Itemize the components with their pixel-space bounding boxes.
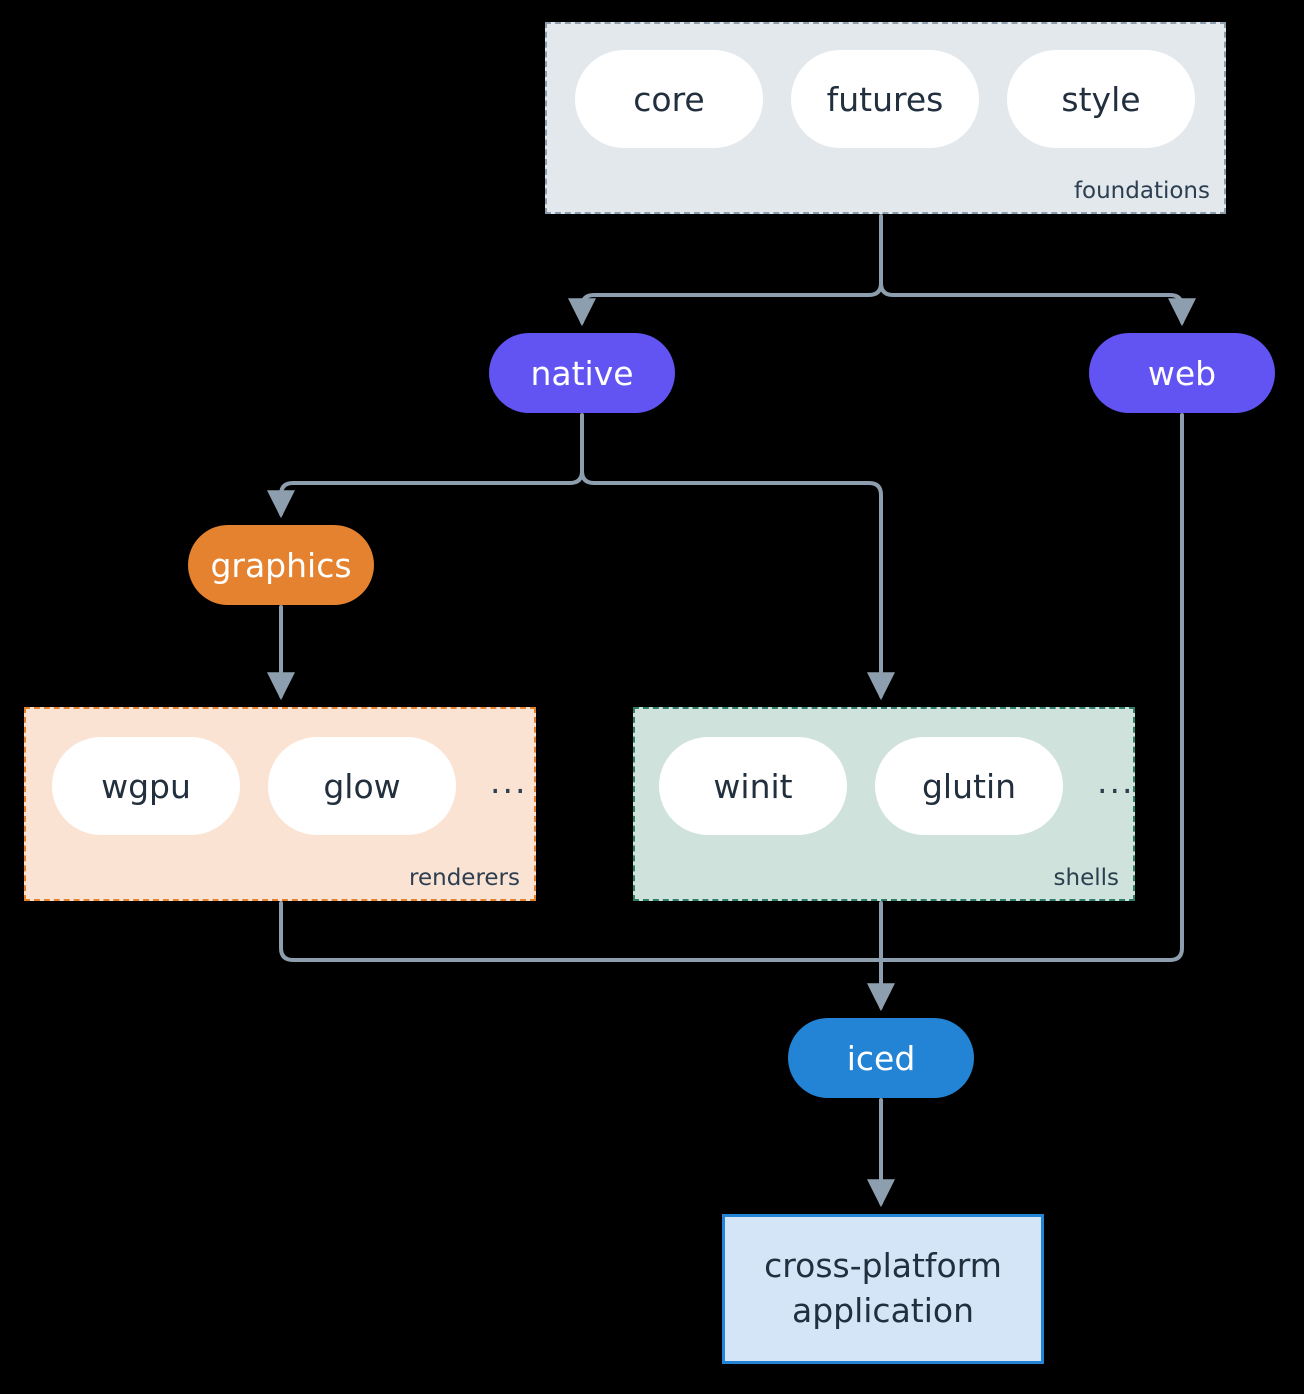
node-style[interactable]: style: [1007, 50, 1195, 148]
cluster-shells: winit glutin ... shells: [633, 707, 1135, 901]
node-winit[interactable]: winit: [659, 737, 847, 835]
node-web[interactable]: web: [1089, 333, 1275, 413]
node-iced[interactable]: iced: [788, 1018, 974, 1098]
edge-native-shells: [580, 469, 895, 701]
edge-foundations-web: [879, 281, 1196, 327]
application-line-2: application: [791, 1291, 975, 1330]
cluster-foundations-items: core futures style: [575, 50, 1195, 148]
cluster-shells-items: winit glutin ...: [659, 737, 1140, 835]
edge-native-graphics: [267, 413, 584, 519]
cluster-renderers-label: renderers: [409, 865, 520, 891]
node-core[interactable]: core: [575, 50, 763, 148]
node-wgpu[interactable]: wgpu: [52, 737, 240, 835]
application-line-1: cross-platform: [764, 1246, 1002, 1286]
cluster-renderers-items: wgpu glow ...: [52, 737, 533, 835]
node-glutin[interactable]: glutin: [875, 737, 1063, 835]
cluster-foundations: core futures style foundations: [545, 22, 1226, 214]
node-native[interactable]: native: [489, 333, 675, 413]
cluster-foundations-label: foundations: [1073, 178, 1210, 204]
node-graphics[interactable]: graphics: [188, 525, 374, 605]
node-glow[interactable]: glow: [268, 737, 456, 835]
shells-more-ellipsis: ...: [1097, 761, 1135, 801]
renderers-more-ellipsis: ...: [490, 761, 528, 801]
edge-foundations-native: [568, 214, 883, 327]
cluster-renderers: wgpu glow ... renderers: [24, 707, 536, 901]
node-futures[interactable]: futures: [791, 50, 979, 148]
node-cross-platform-application[interactable]: cross-platform application: [722, 1214, 1044, 1364]
edge-renderers-iced: [279, 901, 883, 962]
cluster-shells-label: shells: [1053, 865, 1119, 891]
